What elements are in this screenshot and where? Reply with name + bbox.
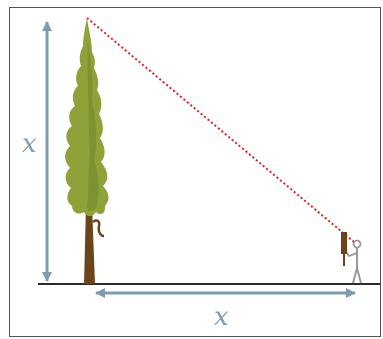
sight-line bbox=[86, 17, 355, 243]
person-with-camera-icon bbox=[341, 232, 362, 284]
height-label: x bbox=[22, 129, 37, 159]
redwood-tree-icon bbox=[65, 18, 109, 284]
distance-label: x bbox=[214, 302, 229, 332]
